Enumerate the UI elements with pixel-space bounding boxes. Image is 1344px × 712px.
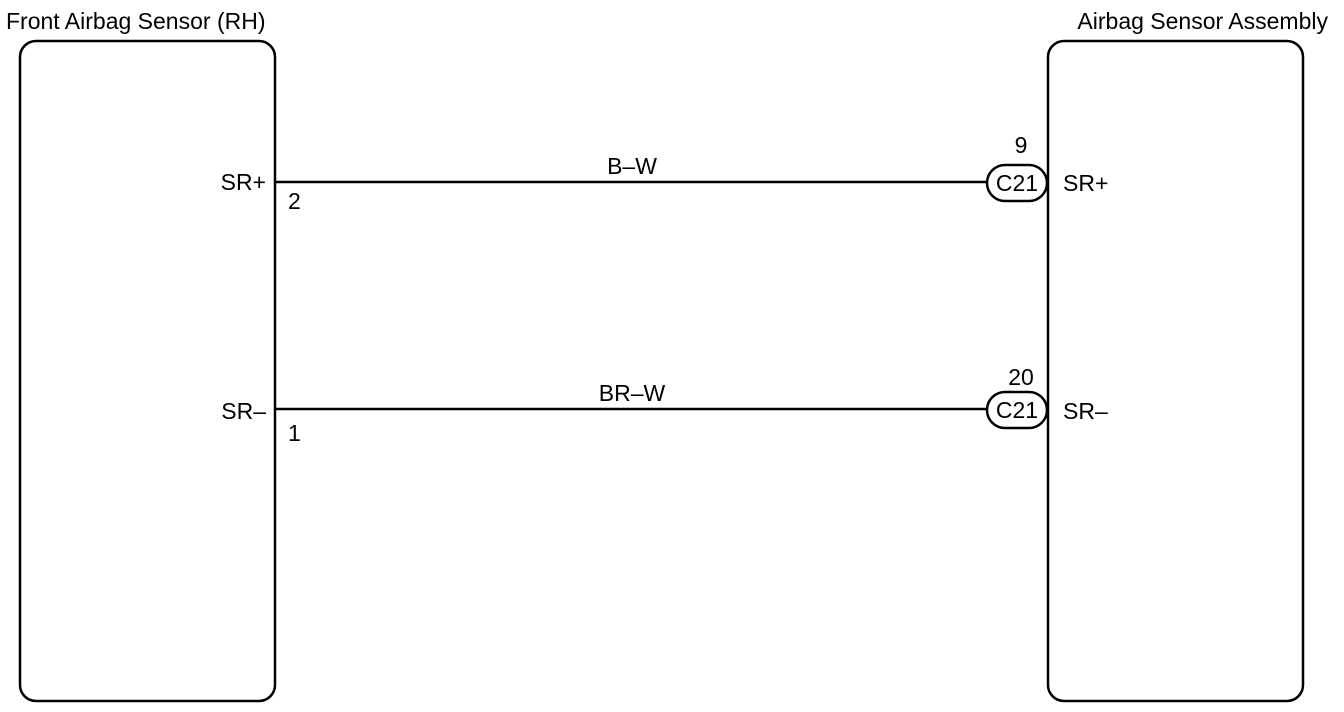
right-component-title: Airbag Sensor Assembly — [1077, 8, 1328, 34]
connector-c21-pin20-label: C21 — [996, 397, 1038, 423]
left-component-title: Front Airbag Sensor (RH) — [6, 8, 265, 34]
connector-c21-pin20 — [985, 390, 1049, 430]
wire-sr-plus-color-code: B–W — [607, 153, 657, 179]
connector-c21-pin9-label: C21 — [996, 170, 1038, 196]
right-component-box — [1046, 39, 1305, 703]
left-terminal-sr-plus-name: SR+ — [221, 169, 266, 195]
left-terminal-sr-minus-pin: 1 — [288, 420, 301, 446]
right-terminal-sr-plus-pin: 9 — [1015, 132, 1028, 158]
left-component-box — [18, 39, 277, 703]
right-terminal-sr-minus-pin: 20 — [1008, 364, 1034, 390]
left-terminal-sr-plus-pin: 2 — [288, 188, 301, 214]
left-terminal-sr-minus-name: SR– — [221, 398, 266, 424]
right-terminal-sr-plus-name: SR+ — [1063, 170, 1108, 196]
wire-sr-minus-color-code: BR–W — [599, 380, 666, 406]
right-terminal-sr-minus-name: SR– — [1063, 398, 1108, 424]
connector-c21-pin9 — [985, 163, 1049, 203]
